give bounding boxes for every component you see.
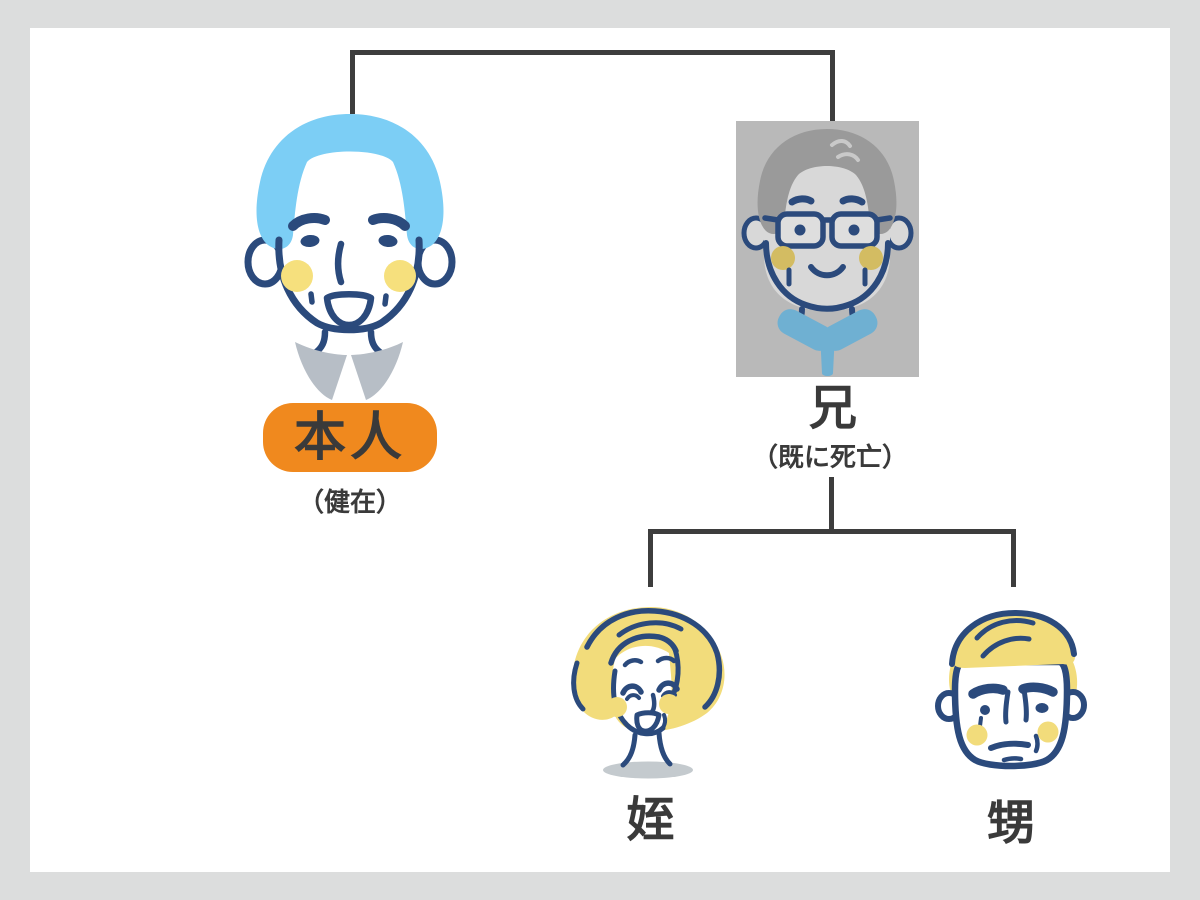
- niece-shoulder-base: [603, 761, 693, 779]
- connector-top-right-leg: [830, 50, 835, 121]
- self-left-eye: [300, 234, 320, 248]
- brother-smile: [808, 264, 846, 279]
- brother-right-cheek: [859, 246, 883, 270]
- self-right-cheek: [384, 260, 416, 292]
- brother-collar-left: [777, 309, 833, 351]
- niece-left-cheek: [607, 697, 627, 717]
- niece-right-eye: [656, 680, 680, 693]
- niece-portrait-illustration: [571, 607, 725, 779]
- self-collar-right: [351, 342, 403, 400]
- brother-status: （既に死亡）: [751, 442, 908, 472]
- self-portrait-illustration: [244, 114, 456, 400]
- brother-right-eye: [848, 224, 860, 236]
- self-mouth: [323, 291, 375, 329]
- nephew-hair-outline: [949, 609, 1077, 667]
- connector-children-horizontal: [648, 529, 1016, 534]
- self-right-eyebrow: [368, 213, 410, 231]
- connector-brother-stem: [829, 477, 834, 532]
- niece-neck-left: [620, 732, 638, 768]
- self-badge: 本人: [263, 403, 437, 472]
- connector-top-left-leg: [350, 50, 355, 114]
- nephew-nose: [1003, 689, 1011, 725]
- self-left-cheek: [281, 260, 313, 292]
- brother-portrait-illustration: [741, 129, 914, 376]
- self-face: [276, 154, 422, 334]
- brother-hair: [757, 129, 897, 235]
- connector-nephew-leg: [1011, 529, 1016, 587]
- self-collar-left: [295, 342, 347, 400]
- nephew-right-cheek: [1037, 721, 1059, 743]
- brother-collar-right: [822, 309, 878, 351]
- nephew-mouth: [988, 740, 1031, 751]
- nephew-left-cheek: [966, 724, 988, 746]
- niece-neck-right: [656, 730, 673, 767]
- nephew-portrait-illustration: [935, 609, 1087, 770]
- brother-left-cheek: [771, 246, 795, 270]
- brother-left-eye: [794, 224, 806, 236]
- niece-label: 姪: [626, 794, 675, 847]
- nephew-right-eyebrow: [1018, 682, 1058, 697]
- self-nose: [334, 240, 345, 286]
- niece-fringe: [608, 633, 679, 666]
- nephew-left-eye: [980, 705, 990, 715]
- niece-mouth: [634, 710, 662, 734]
- self-hair: [256, 114, 444, 250]
- niece-hair-outline: [584, 608, 723, 710]
- connector-niece-leg: [648, 529, 653, 587]
- nephew-right-eye: [1035, 703, 1049, 713]
- self-status: （健在）: [297, 487, 402, 517]
- niece-jaw-outline: [611, 668, 666, 737]
- self-left-eyebrow: [288, 213, 330, 231]
- brother-jaw-outline: [763, 240, 891, 312]
- nephew-face: [951, 658, 1071, 770]
- brother-photo-frame: [736, 121, 919, 377]
- self-label: 本人: [293, 408, 406, 467]
- self-right-eye: [378, 234, 398, 248]
- nephew-left-eyebrow: [968, 683, 1008, 699]
- niece-left-eye: [620, 683, 644, 696]
- brother-label: 兄: [808, 382, 857, 435]
- nephew-label: 甥: [986, 797, 1035, 850]
- connector-top-horizontal: [350, 50, 835, 55]
- brother-collar-placket: [820, 333, 835, 376]
- niece-right-cheek: [659, 694, 679, 714]
